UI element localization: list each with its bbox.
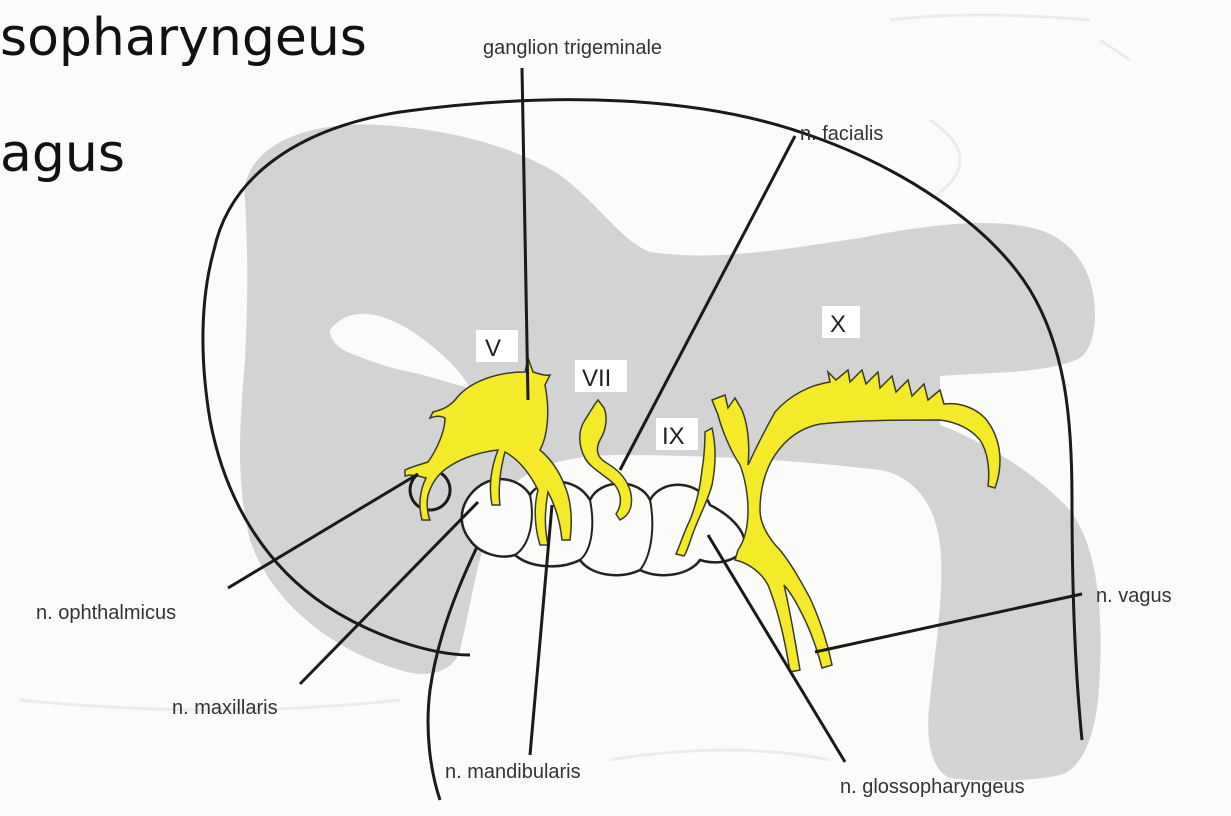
label-ophthalmicus: n. ophthalmicus bbox=[36, 602, 176, 624]
label-vii: VII bbox=[582, 365, 611, 392]
label-mandibularis: n. mandibularis bbox=[445, 761, 581, 783]
label-x: X bbox=[830, 311, 846, 338]
label-ganglion-trigeminale: ganglion trigeminale bbox=[483, 37, 662, 59]
label-maxillaris: n. maxillaris bbox=[172, 697, 278, 719]
label-vagus: n. vagus bbox=[1096, 585, 1172, 607]
label-v: V bbox=[485, 335, 501, 362]
label-ix: IX bbox=[662, 423, 685, 450]
label-facialis: n. facialis bbox=[800, 123, 883, 145]
label-glossopharyngeus: n. glossopharyngeus bbox=[840, 776, 1025, 798]
